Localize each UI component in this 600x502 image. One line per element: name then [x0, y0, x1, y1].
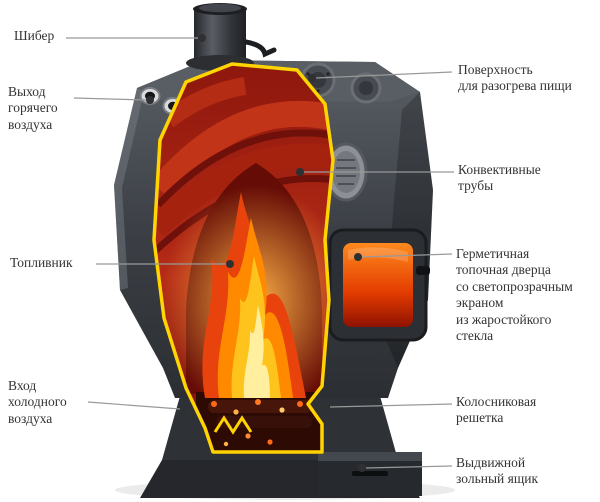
label-damper: Шибер — [14, 28, 55, 43]
label-grate: Колосниковая решетка — [456, 394, 537, 426]
flame — [202, 192, 306, 398]
label-hot-air-outlet: Выход горячего воздуха — [8, 84, 58, 132]
label-firebox: Топливник — [10, 255, 73, 270]
label-sealed-door: Герметичная топочная дверца со светопроз… — [456, 246, 573, 344]
damper-handle — [243, 39, 277, 58]
label-ash-box: Выдвижной зольный ящик — [456, 455, 539, 487]
connector-lines — [66, 37, 454, 469]
cutaway-interior — [152, 62, 335, 454]
label-cold-air-inlet: Вход холодного воздуха — [8, 378, 67, 426]
label-cooking-surface: Поверхность для разогрева пищи — [458, 62, 572, 94]
door-handle — [416, 266, 430, 275]
grate-marks — [213, 415, 253, 435]
connector-dots — [146, 34, 366, 472]
ash-drawer — [318, 452, 422, 496]
firebox-door — [328, 228, 430, 342]
label-convective-pipes: Конвективные трубы — [458, 162, 541, 194]
